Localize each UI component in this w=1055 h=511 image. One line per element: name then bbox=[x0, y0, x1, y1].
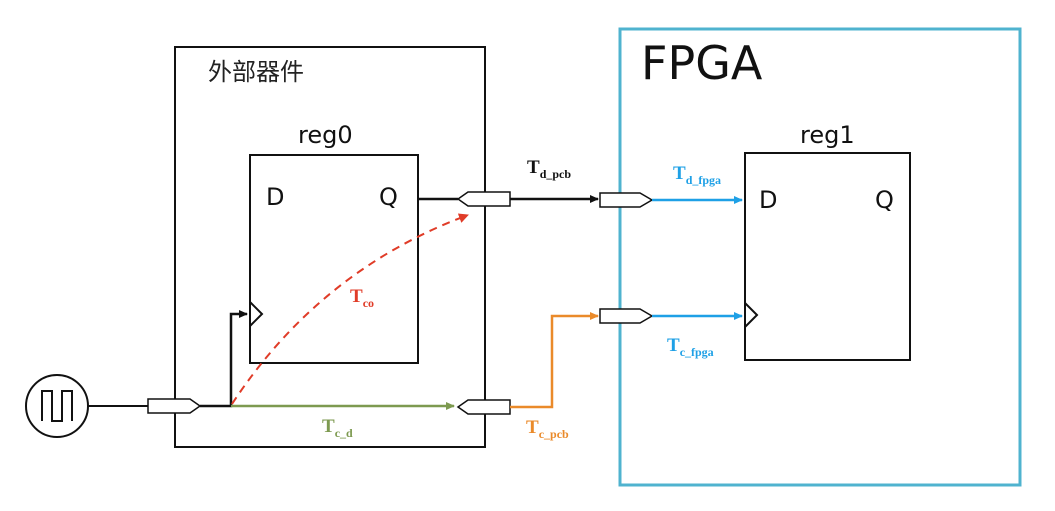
reg0-d-pin: D bbox=[266, 183, 284, 211]
td-fpga-label: Td_fpga bbox=[673, 163, 721, 187]
external-device-label: 外部器件 bbox=[208, 58, 304, 86]
td-pcb-label: Td_pcb bbox=[527, 157, 571, 181]
io-pad-icon bbox=[599, 308, 654, 324]
io-pad-icon bbox=[599, 192, 654, 208]
io-pad-icon bbox=[456, 399, 511, 415]
tc-pcb-wire bbox=[510, 312, 599, 409]
io-pad-icon bbox=[456, 191, 511, 207]
reg0-clock-wire bbox=[200, 310, 248, 408]
reg1-name: reg1 bbox=[800, 121, 855, 149]
tc-d-label: Tc_d bbox=[322, 416, 353, 440]
tco-path bbox=[231, 213, 469, 405]
external-device-box bbox=[174, 46, 486, 448]
reg0-clock-pin bbox=[249, 301, 264, 327]
reg1-d-pin: D bbox=[759, 186, 777, 214]
fpga-box bbox=[618, 27, 1022, 487]
reg0-q-pin: Q bbox=[379, 183, 398, 211]
reg1-clock-pin bbox=[744, 302, 759, 328]
io-pad-icon bbox=[147, 398, 202, 414]
reg1-q-pin: Q bbox=[875, 186, 894, 214]
tco-label: Tco bbox=[350, 286, 374, 310]
reg0-name: reg0 bbox=[298, 121, 353, 149]
reg1-box bbox=[744, 152, 911, 361]
tc-fpga-label: Tc_fpga bbox=[667, 335, 714, 359]
tc-pcb-label: Tc_pcb bbox=[526, 417, 569, 441]
square-wave-clock-icon bbox=[25, 374, 89, 438]
fpga-label: FPGA bbox=[641, 36, 763, 90]
reg0-box bbox=[249, 154, 419, 364]
